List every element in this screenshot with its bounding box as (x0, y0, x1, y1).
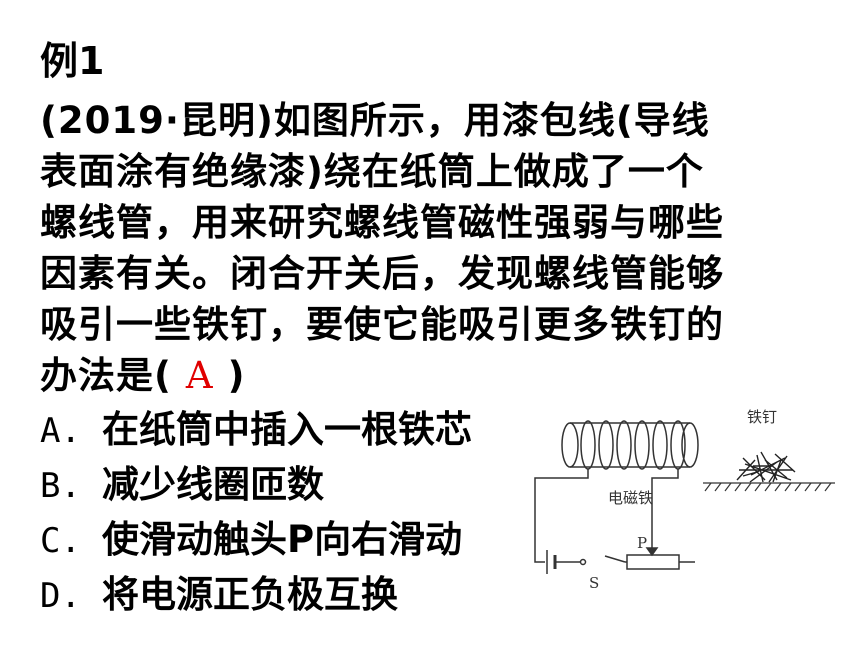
option-b[interactable]: B. 减少线圈匝数 (40, 458, 472, 513)
option-d[interactable]: D. 将电源正负极互换 (40, 568, 472, 623)
question-line-6: 办法是( A) (40, 350, 830, 401)
question-text: (2019·昆明)如图所示，用漆包线(导线 表面涂有绝缘漆)绕在纸筒上做成了一个… (40, 95, 830, 401)
option-a[interactable]: A. 在纸筒中插入一根铁芯 (40, 403, 472, 458)
solenoid (561, 420, 699, 470)
switch-label: S (589, 574, 599, 592)
question-line-5: 吸引一些铁钉，要使它能吸引更多铁钉的 (40, 303, 724, 346)
options-list: A. 在纸筒中插入一根铁芯 B. 减少线圈匝数 C. 使滑动触头P向右滑动 D. 将电源… (40, 403, 472, 623)
slider-arrow (645, 540, 659, 557)
question-line-2: 表面涂有绝缘漆)绕在纸筒上做成了一个 (40, 150, 704, 193)
answer-text: A (185, 354, 214, 397)
magnet-label: 电磁铁 (608, 489, 653, 507)
nails-pile (736, 451, 796, 483)
option-c-letter: C. (40, 521, 81, 561)
option-a-text: 在纸筒中插入一根铁芯 (102, 408, 472, 451)
battery (546, 550, 561, 574)
option-b-letter: B. (40, 466, 81, 506)
option-d-text: 将电源正负极互换 (102, 573, 398, 616)
question-line-6-suffix: ) (227, 354, 246, 397)
ground-line (703, 482, 835, 492)
option-b-text: 减少线圈匝数 (102, 463, 324, 506)
question-line-4: 因素有关。闭合开关后，发现螺线管能够 (40, 252, 724, 295)
option-c-text: 使滑动触头P向右滑动 (102, 518, 463, 561)
question-line-6-prefix: 办法是( (40, 354, 172, 397)
question-line-3: 螺线管，用来研究螺线管磁性强弱与哪些 (40, 201, 724, 244)
option-a-letter: A. (40, 411, 81, 451)
slider-label: P (637, 534, 647, 552)
option-c[interactable]: C. 使滑动触头P向右滑动 (40, 513, 472, 568)
circuit-diagram: 铁钉 电磁铁 P S (534, 408, 835, 592)
circuit-wires (534, 469, 695, 570)
nails-label: 铁钉 (747, 408, 777, 426)
question-line-1: (2019·昆明)如图所示，用漆包线(导线 (40, 99, 710, 142)
switch (579, 558, 587, 566)
example-title: 例1 (40, 39, 105, 83)
option-d-letter: D. (40, 576, 81, 616)
